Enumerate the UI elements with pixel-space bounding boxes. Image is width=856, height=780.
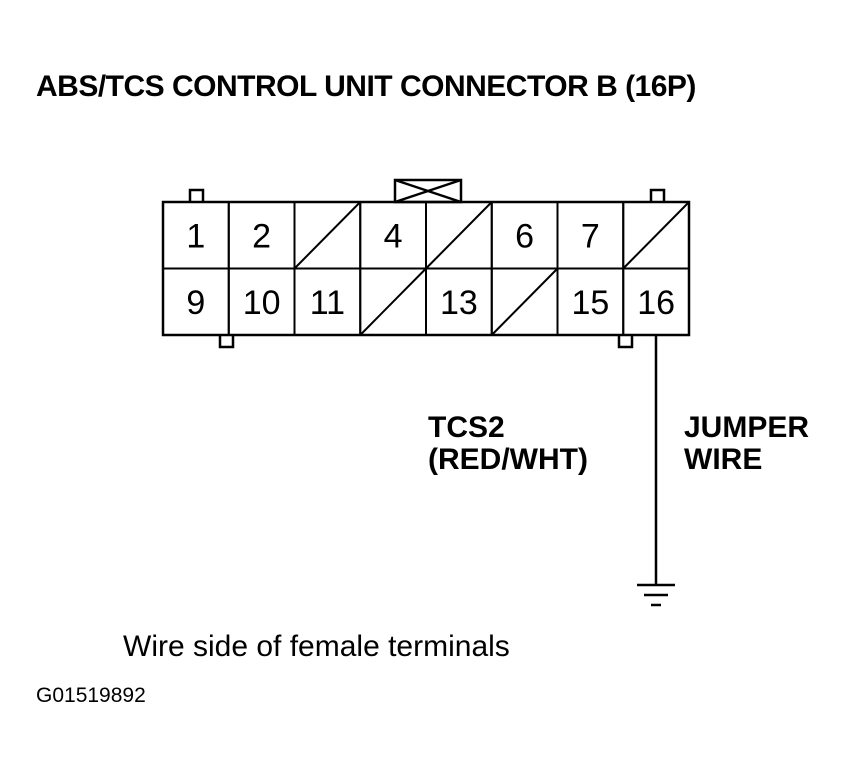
pin-number: 2 (252, 217, 271, 255)
pin-number: 9 (186, 284, 205, 322)
left-top-tab (188, 188, 205, 202)
pin-number: 15 (571, 284, 609, 322)
caption: Wire side of female terminals (123, 630, 510, 663)
empty-pin-slash (359, 267, 427, 336)
jumper-label-line1: JUMPER (684, 411, 810, 444)
pin-number: 6 (515, 217, 534, 255)
pin-grid: 1 2 4 6 7 9 10 11 13 15 16 (162, 201, 690, 336)
pin-number: 7 (581, 217, 600, 255)
pin-number: 10 (243, 284, 281, 322)
right-bottom-tab (617, 335, 634, 349)
right-top-tab (649, 188, 666, 202)
figure-code: G01519892 (36, 684, 146, 707)
empty-pin-slash (491, 267, 559, 336)
empty-pin-slash (293, 201, 361, 270)
pin-number: 13 (440, 284, 478, 322)
jumper-label-line2: WIRE (684, 443, 763, 476)
pin-number: 1 (186, 217, 205, 255)
pin-number: 16 (637, 284, 675, 322)
diagram-title: ABS/TCS CONTROL UNIT CONNECTOR B (16P) (36, 70, 696, 103)
empty-pin-slash (425, 201, 493, 270)
signal-label-color: (RED/WHT) (428, 443, 588, 476)
left-bottom-tab (218, 335, 235, 349)
signal-label-name: TCS2 (428, 411, 505, 444)
empty-pin-slash (622, 201, 690, 270)
pin-number: 4 (384, 217, 403, 255)
pin-number: 11 (310, 284, 345, 322)
